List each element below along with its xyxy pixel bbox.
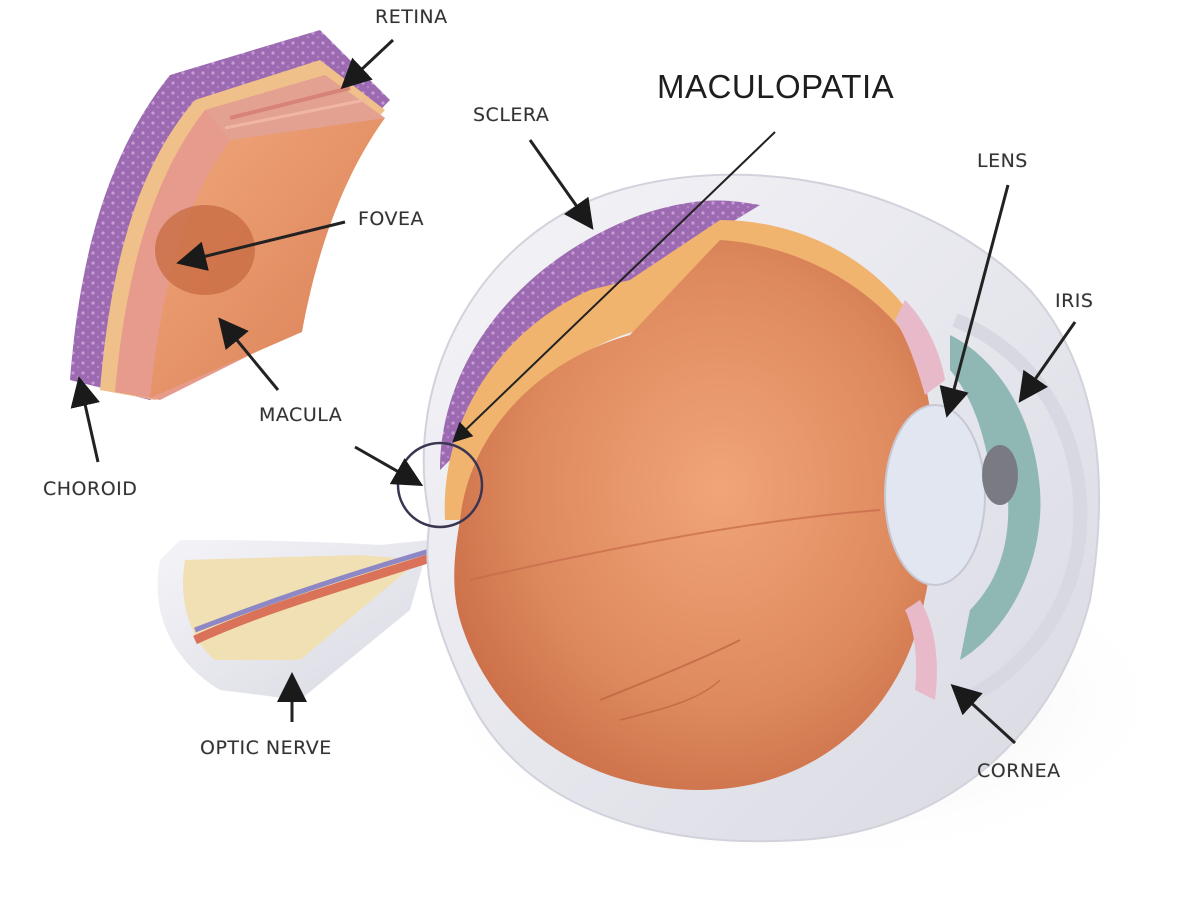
label-optic-nerve: OPTIC NERVE	[200, 737, 332, 759]
label-iris: IRIS	[1055, 290, 1094, 312]
diagram-title: MACULOPATIA	[657, 68, 895, 105]
label-macula: MACULA	[259, 404, 343, 426]
arrows	[70, 38, 1077, 745]
label-retina: RETINA	[375, 6, 448, 28]
label-choroid: CHOROID	[43, 478, 138, 500]
label-cornea: CORNEA	[977, 760, 1061, 782]
eyeball	[396, 173, 1101, 843]
label-fovea: FOVEA	[358, 208, 425, 230]
optic-nerve	[157, 540, 442, 700]
fovea-pit	[155, 205, 255, 295]
retina-cross-section-block	[70, 30, 390, 400]
lens-shape	[884, 404, 986, 586]
label-lens: LENS	[977, 150, 1028, 172]
label-sclera: SCLERA	[473, 104, 550, 126]
